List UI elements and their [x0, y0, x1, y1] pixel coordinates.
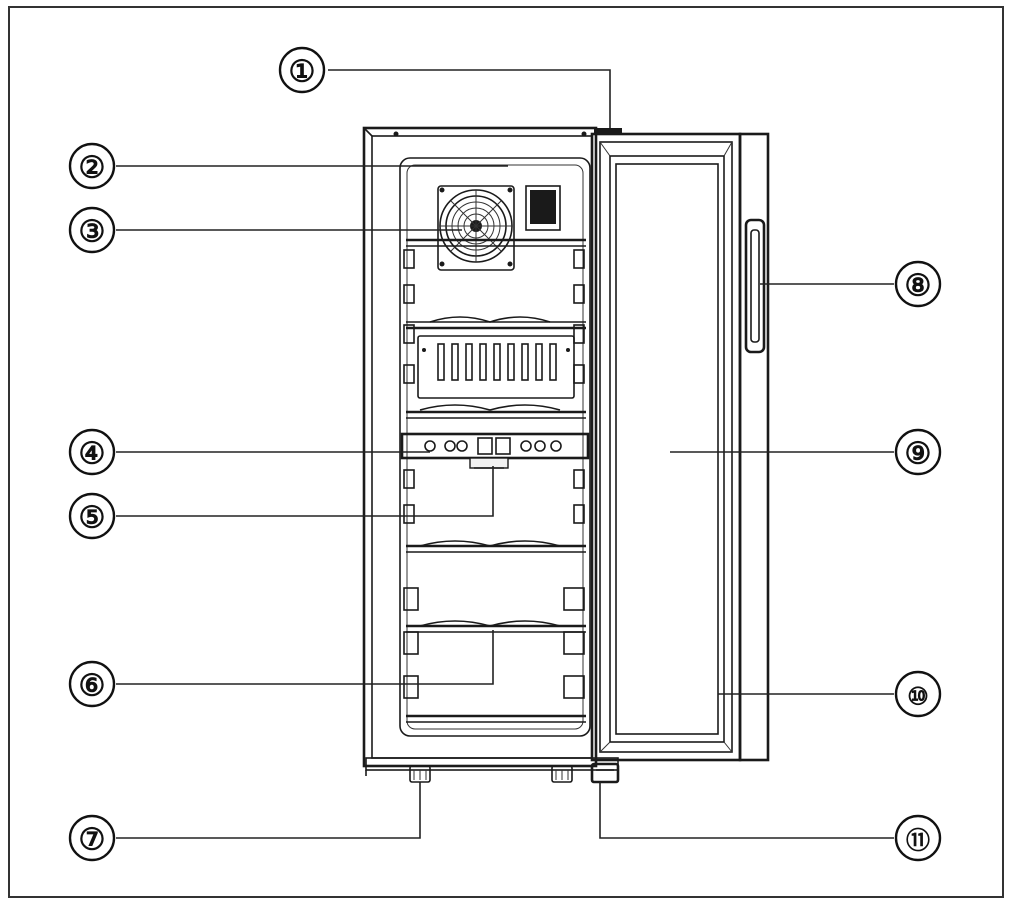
- left-rails: [403, 249, 419, 699]
- callout-1: ①: [278, 46, 326, 94]
- interior-light: [469, 457, 509, 469]
- door-handle: [744, 218, 766, 354]
- callout-6: ⑥: [68, 660, 116, 708]
- control-panel: [400, 432, 590, 460]
- leveling-foot-right: [551, 765, 573, 783]
- shelf-3: [406, 540, 586, 553]
- callout-6-label: ⑥: [79, 669, 106, 704]
- leveling-foot-left: [409, 765, 431, 783]
- callout-10: ⑩: [894, 670, 942, 718]
- callout-5: ⑤: [68, 492, 116, 540]
- door: [590, 128, 742, 762]
- callout-3-label: ③: [79, 215, 106, 250]
- callout-10-label: ⑩: [907, 682, 929, 711]
- callout-3: ③: [68, 206, 116, 254]
- inner-cavity: [399, 157, 591, 737]
- door-side-panel: [738, 132, 770, 762]
- callout-5-label: ⑤: [79, 501, 106, 536]
- callout-7: ⑦: [68, 814, 116, 862]
- shelf-1: [406, 238, 586, 330]
- callout-11-label: ⑪: [906, 826, 930, 855]
- cavity-floor: [406, 714, 586, 723]
- control-box: [525, 185, 561, 231]
- callout-8: ⑧: [894, 260, 942, 308]
- door-hinge-bottom: [590, 762, 620, 784]
- callout-4-label: ④: [79, 437, 106, 472]
- callout-9-label: ⑨: [905, 437, 932, 472]
- shelf-2: [406, 404, 586, 419]
- right-rails: [563, 249, 585, 699]
- evaporator-panel: [417, 335, 575, 399]
- leader-lines: [116, 69, 894, 839]
- callout-2-label: ②: [79, 151, 106, 186]
- fan-assembly: [437, 185, 515, 271]
- callout-1-label: ①: [289, 55, 316, 90]
- callout-7-label: ⑦: [79, 823, 106, 858]
- shelf-4: [406, 620, 586, 633]
- callout-9: ⑨: [894, 428, 942, 476]
- callout-4: ④: [68, 428, 116, 476]
- callout-8-label: ⑧: [905, 269, 932, 304]
- callout-11: ⑪: [894, 814, 942, 862]
- callout-2: ②: [68, 142, 116, 190]
